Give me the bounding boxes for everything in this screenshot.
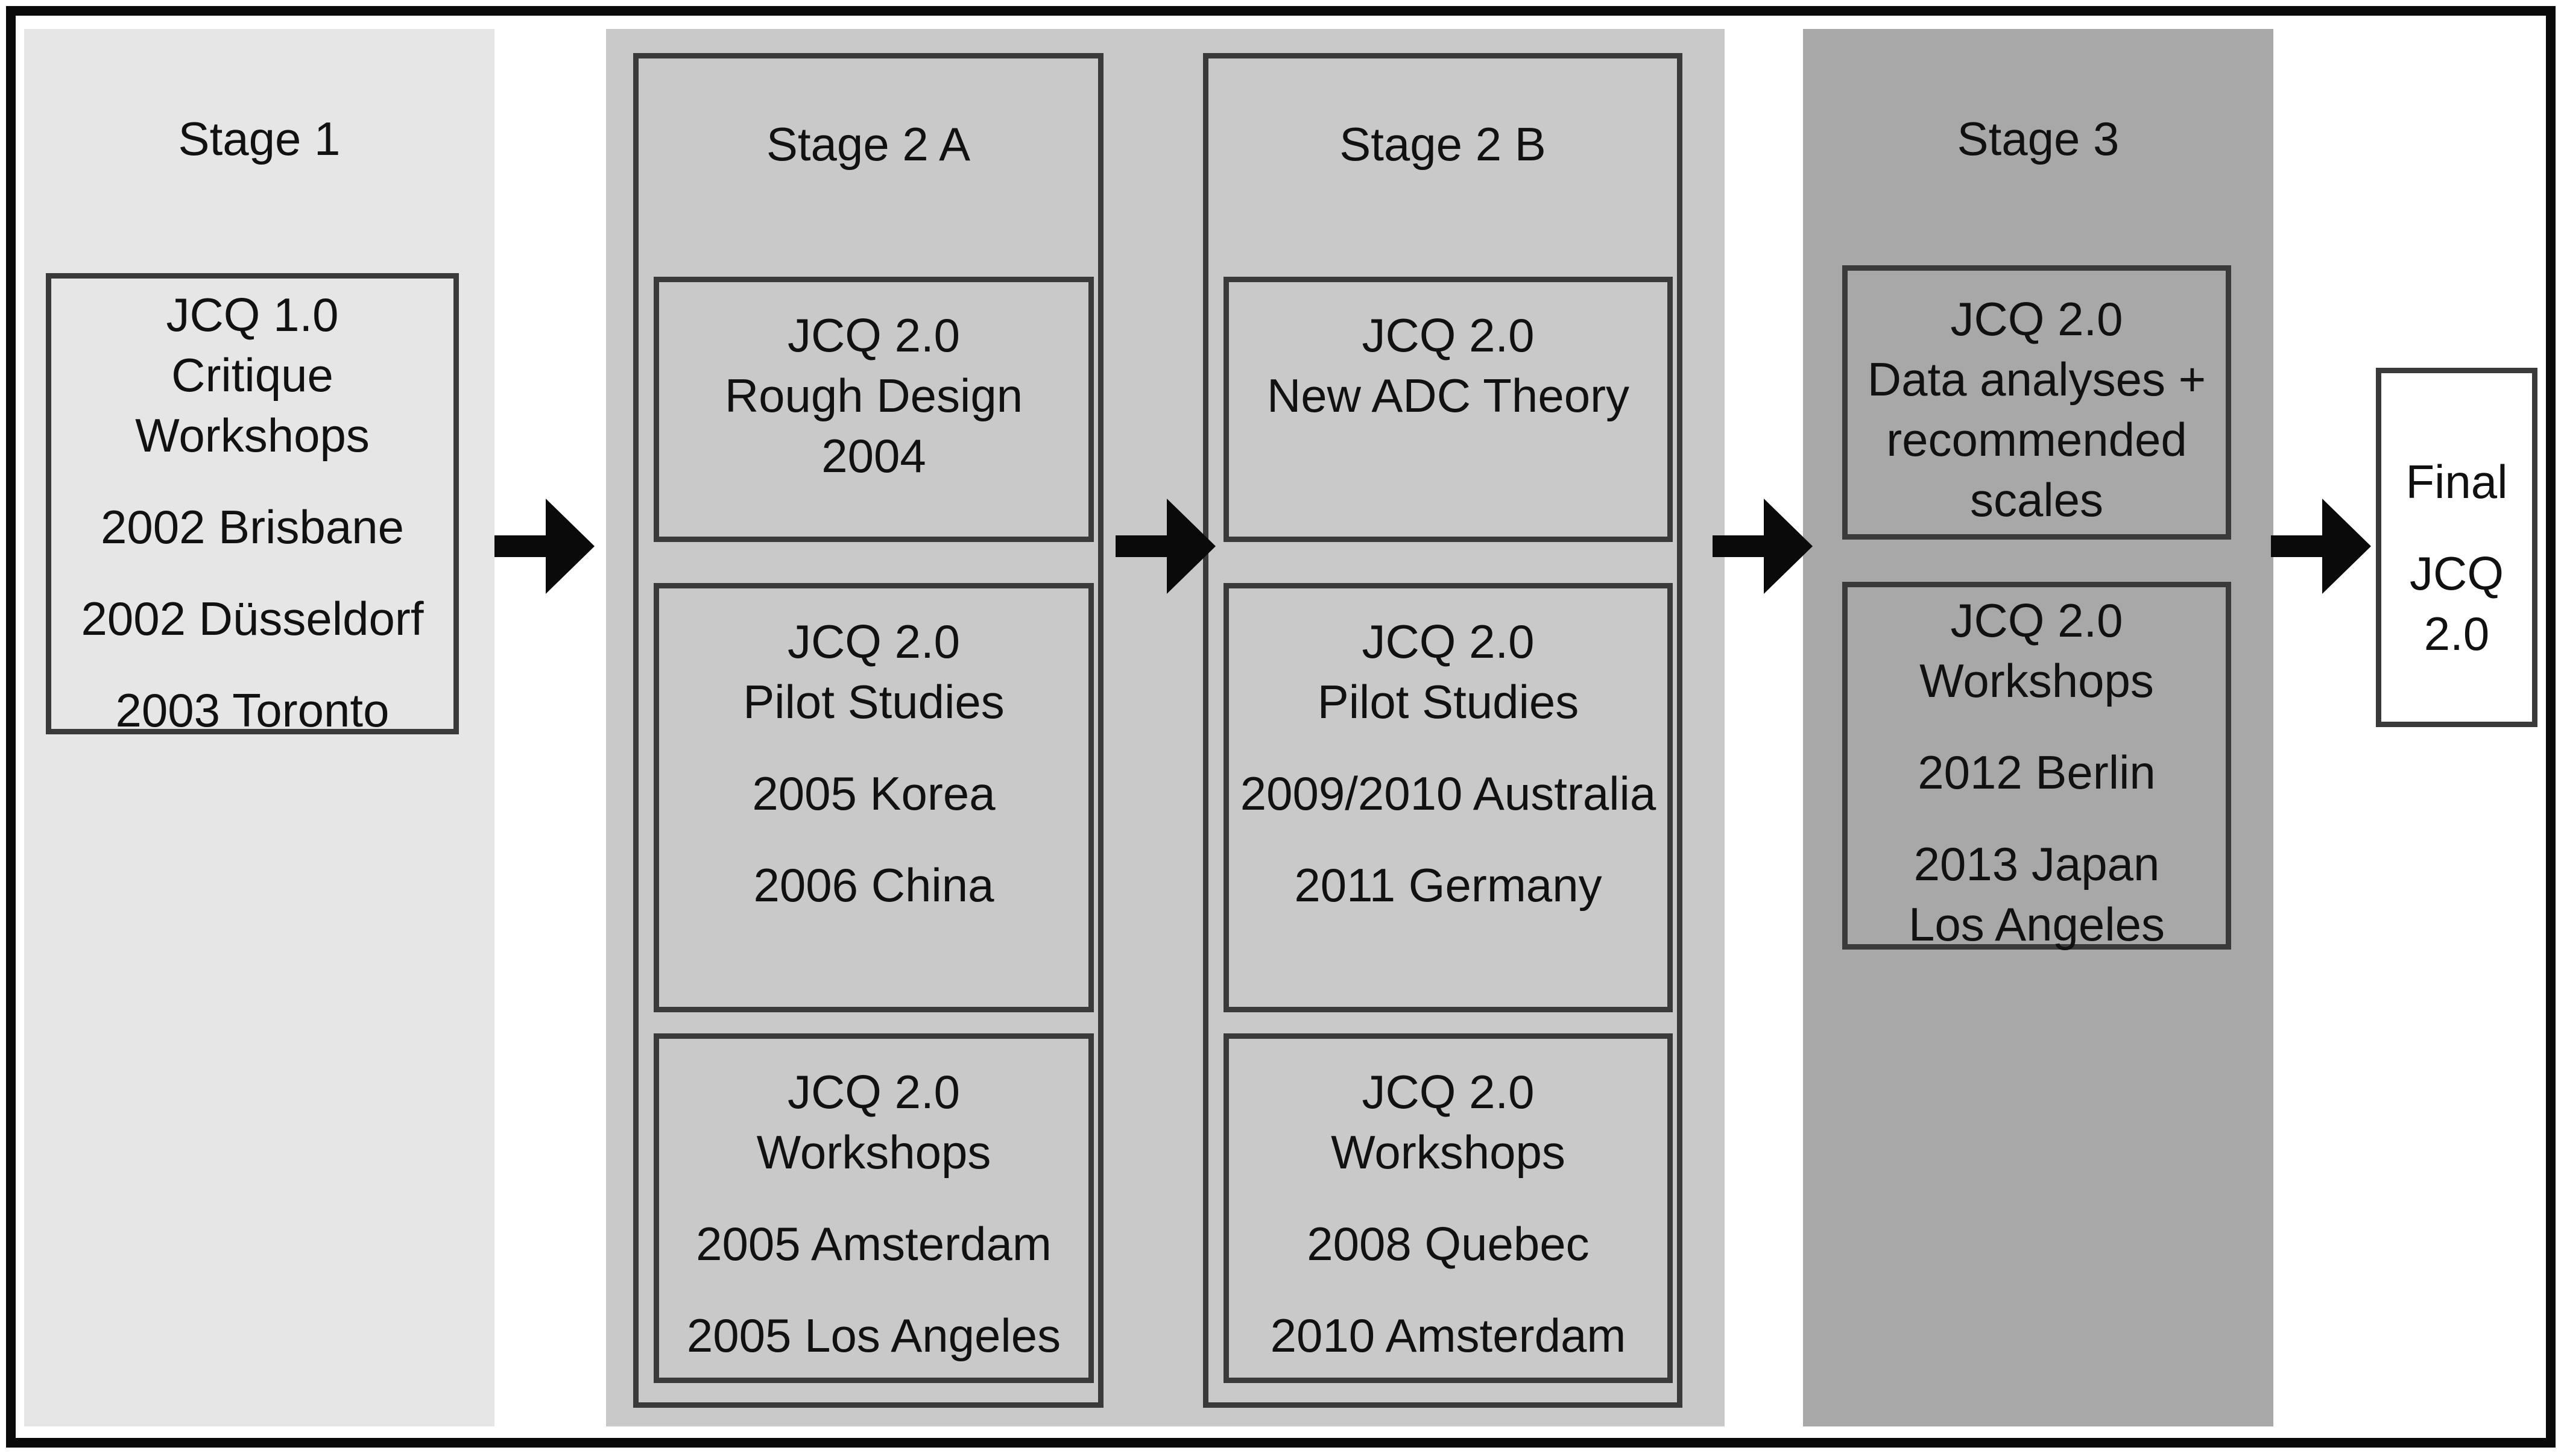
flow-arrow-stage2b-to-stage3 — [1713, 499, 1813, 594]
box-line: 2003 Toronto — [115, 684, 390, 737]
box-line: 2005 Korea — [752, 767, 996, 820]
box-line: 2005 Amsterdam — [696, 1217, 1052, 1270]
box-line: Pilot Studies — [1317, 675, 1579, 728]
box-spacer — [1848, 711, 2226, 742]
box-line: Data analyses + — [1867, 353, 2206, 406]
box-line: 2.0 — [2423, 607, 2490, 660]
flow-arrow-stage2a-to-stage2b — [1116, 499, 1216, 594]
box-line: 2006 China — [753, 859, 994, 912]
stage3-data-analyses-box: JCQ 2.0 Data analyses + recommended scal… — [1842, 265, 2231, 540]
box-line: Pilot Studies — [743, 675, 1005, 728]
box-line: recommended — [1886, 413, 2187, 466]
stage1-column: Stage 1 JCQ 1.0 Critique Workshops 2002 … — [24, 29, 494, 1426]
box-line: 2009/2010 Australia — [1240, 767, 1656, 820]
box-line: 2008 Quebec — [1307, 1217, 1590, 1270]
box-spacer — [659, 824, 1088, 855]
box-line: JCQ 1.0 — [166, 288, 339, 341]
flow-arrow-stage3-to-final — [2271, 499, 2371, 594]
box-line: New ADC Theory — [1266, 369, 1630, 422]
box-line: JCQ 2.0 — [1950, 594, 2123, 647]
stage2a-workshops-box: JCQ 2.0 Workshops 2005 Amsterdam 2005 Lo… — [654, 1033, 1094, 1383]
outer-frame — [6, 6, 2556, 1448]
box-line: JCQ 2.0 — [1950, 292, 2123, 345]
flow-arrow-stage1-to-stage2a — [494, 499, 595, 594]
box-spacer — [659, 1274, 1088, 1305]
box-line: 2005 Los Angeles — [686, 1309, 1061, 1362]
box-line: JCQ 2.0 — [787, 1065, 961, 1118]
stage2b-new-adc-theory-box: JCQ 2.0 New ADC Theory — [1224, 277, 1673, 542]
box-spacer — [51, 465, 453, 497]
box-line: scales — [1969, 473, 2104, 526]
stage2a-title: Stage 2 A — [766, 118, 971, 171]
box-spacer — [659, 732, 1088, 763]
box-line: Critique — [171, 348, 333, 402]
box-line: Workshops — [756, 1126, 991, 1179]
stage3-column: Stage 3 JCQ 2.0 Data analyses + recommen… — [1803, 29, 2273, 1426]
box-line: 2002 Brisbane — [100, 500, 405, 553]
box-line: JCQ 2.0 — [787, 309, 961, 362]
box-line: Final — [2405, 455, 2508, 508]
box-spacer — [2381, 512, 2532, 543]
box-line: JCQ — [2410, 547, 2504, 600]
stage2b-workshops-box: JCQ 2.0 Workshops 2008 Quebec 2010 Amste… — [1224, 1033, 1673, 1383]
box-line: Workshops — [135, 409, 370, 462]
stage2b-title: Stage 2 B — [1339, 118, 1546, 171]
box-line: 2010 Amsterdam — [1270, 1309, 1626, 1362]
box-spacer — [1229, 824, 1667, 855]
stage2a-rough-design-box: JCQ 2.0 Rough Design 2004 — [654, 277, 1094, 542]
box-line: 2011 Germany — [1294, 859, 1602, 912]
final-jcq20-box: Final JCQ 2.0 — [2376, 368, 2537, 727]
box-line: Los Angeles — [1908, 898, 2165, 951]
box-spacer — [1229, 1182, 1667, 1214]
box-spacer — [51, 557, 453, 588]
stage1-jcq10-critique-box: JCQ 1.0 Critique Workshops 2002 Brisbane… — [46, 273, 459, 737]
stage3-title: Stage 3 — [1957, 112, 2120, 165]
stage2-container: Stage 2 A JCQ 2.0 Rough Design 2004 JCQ … — [606, 29, 1725, 1426]
box-line: 2004 — [821, 429, 926, 482]
box-line: JCQ 2.0 — [1362, 309, 1535, 362]
box-spacer — [659, 1182, 1088, 1214]
stage2a-pilot-studies-box: JCQ 2.0 Pilot Studies 2005 Korea 2006 Ch… — [654, 583, 1094, 1012]
stage1-title: Stage 1 — [178, 112, 341, 165]
box-line: JCQ 2.0 — [787, 615, 961, 668]
box-spacer — [1848, 802, 2226, 834]
stage2b-pilot-studies-box: JCQ 2.0 Pilot Studies 2009/2010 Australi… — [1224, 583, 1673, 1012]
stage2b-column: Stage 2 B JCQ 2.0 New ADC Theory JCQ 2.0… — [1203, 53, 1682, 1408]
box-line: Workshops — [1919, 654, 2154, 707]
box-spacer — [1229, 1274, 1667, 1305]
box-line: JCQ 2.0 — [1362, 615, 1535, 668]
box-spacer — [51, 649, 453, 680]
box-line: 2012 Berlin — [1918, 746, 2156, 799]
box-line: 2002 Düsseldorf — [81, 592, 424, 645]
stage3-workshops-box: JCQ 2.0 Workshops 2012 Berlin 2013 Japan… — [1842, 582, 2231, 951]
box-line: Workshops — [1331, 1126, 1565, 1179]
box-line: JCQ 2.0 — [1362, 1065, 1535, 1118]
stage2a-column: Stage 2 A JCQ 2.0 Rough Design 2004 JCQ … — [633, 53, 1104, 1408]
box-spacer — [1229, 732, 1667, 763]
box-line: Rough Design — [724, 369, 1023, 422]
box-line: 2013 Japan — [1913, 837, 2160, 890]
